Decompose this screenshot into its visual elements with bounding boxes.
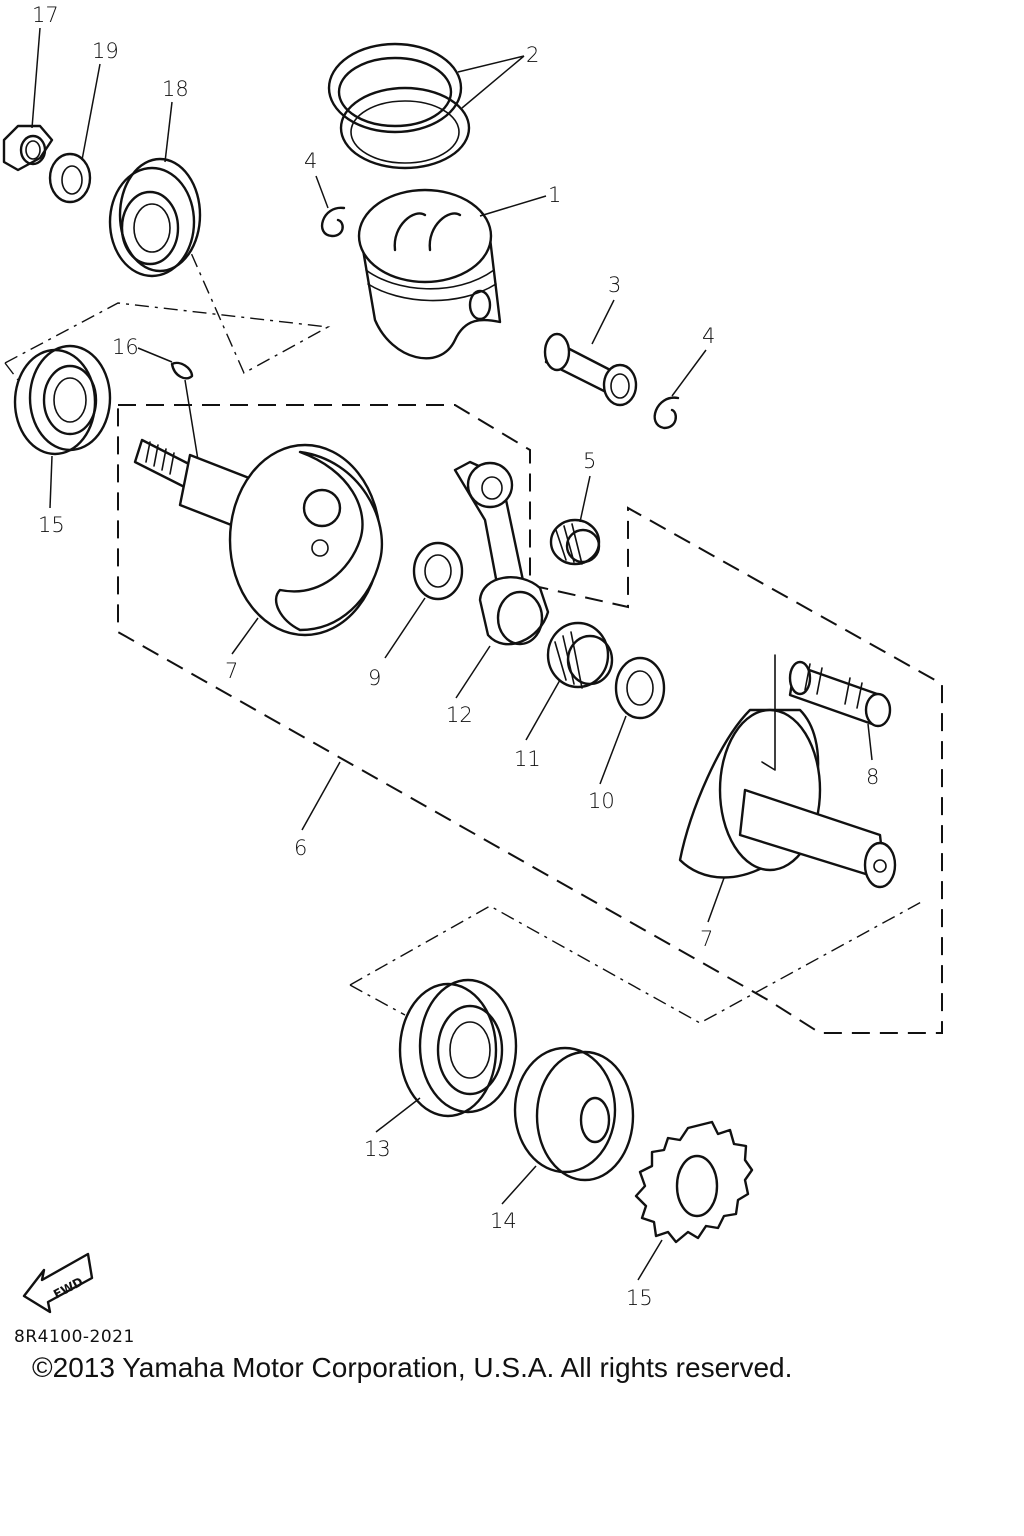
label-10-left: 9 (368, 666, 381, 690)
crank-web-left-part-8 (133, 438, 384, 637)
thrust-washer-part-10-left (412, 541, 464, 601)
label-15: 15 (626, 1286, 653, 1310)
label-8: 7 (225, 659, 238, 683)
label-19: 17 (32, 3, 59, 27)
label-1: 1 (548, 183, 561, 207)
circlip-part-4-lower (653, 396, 680, 430)
lock-washer-part-20 (48, 152, 92, 204)
label-20: 19 (92, 39, 119, 63)
crank-web-right-part-7 (678, 654, 897, 889)
gear-part-15 (634, 1120, 754, 1244)
piston-rings-part-2 (327, 42, 471, 170)
connecting-rod-part-12 (453, 460, 550, 646)
bearing-part-16 (13, 344, 112, 456)
label-7: 7 (700, 927, 713, 951)
label-13: 13 (364, 1137, 391, 1161)
label-10-right: 10 (588, 789, 615, 813)
label-4-upper: 4 (304, 149, 317, 173)
label-6: 6 (294, 836, 307, 860)
copyright-notice: ©2013 Yamaha Motor Corporation, U.S.A. A… (32, 1352, 793, 1383)
oil-seal-part-17 (108, 157, 202, 278)
label-12: 12 (446, 703, 473, 727)
lower-bearing-reference-box (349, 899, 926, 1024)
bearing-part-13 (398, 978, 518, 1118)
crankshaft-assembly-outline (117, 404, 943, 1034)
fwd-arrow-icon: FWD (22, 1252, 94, 1314)
label-5: 5 (583, 449, 596, 473)
small-end-bearing-part-5 (549, 518, 601, 566)
bearing-seal-reference-box (4, 245, 331, 374)
label-9: 8 (866, 765, 879, 789)
collar-part-14 (513, 1046, 635, 1182)
piston-part-1 (357, 188, 502, 360)
label-14: 14 (490, 1209, 517, 1233)
label-11: 11 (514, 747, 541, 771)
label-16: 15 (38, 513, 65, 537)
part-labels: 17 19 18 2 4 1 3 4 16 15 5 7 9 12 11 8 1… (31, 3, 879, 1310)
big-end-bearing-part-11 (546, 621, 614, 689)
crank-pin-part-9 (788, 660, 892, 728)
piston-pin-part-3 (543, 332, 638, 407)
label-2: 2 (526, 43, 539, 67)
label-4-lower: 4 (702, 324, 715, 348)
label-18: 16 (112, 335, 139, 359)
label-17: 18 (162, 77, 189, 101)
thrust-washer-part-10-right (614, 656, 666, 720)
woodruff-key-part-18 (170, 361, 194, 380)
circlip-part-4-upper (321, 206, 346, 238)
label-3: 3 (608, 273, 621, 297)
nut-part-19 (2, 124, 54, 172)
part-code: 8R4100-2021 (14, 1327, 135, 1347)
